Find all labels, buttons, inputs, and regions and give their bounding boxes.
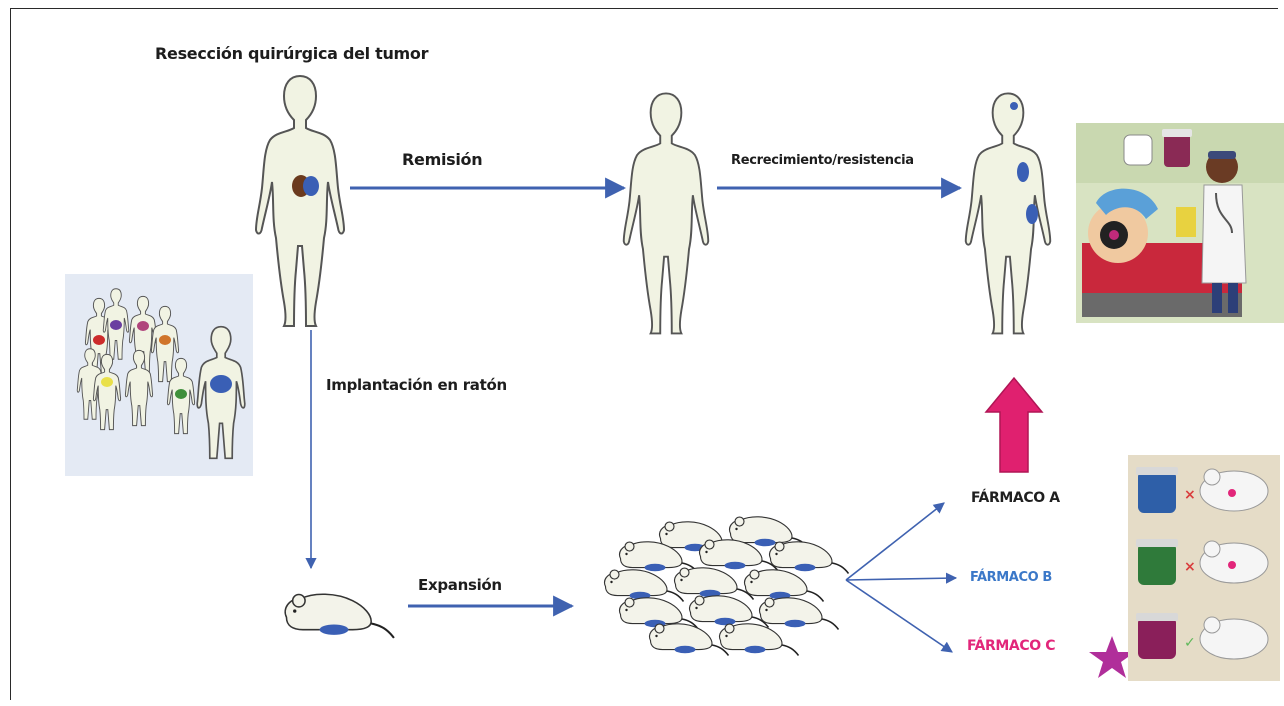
cross-icon: × [1184, 487, 1196, 503]
population-panel [65, 274, 253, 476]
drug-c-label: FÁRMACO C [967, 638, 1055, 654]
metastasis-head [1010, 102, 1018, 110]
tumor-blue [303, 176, 319, 196]
patient-body-remission [624, 93, 708, 333]
clinic-illustration [1076, 123, 1284, 323]
pink-up-arrow [986, 378, 1042, 472]
drug-results-panel: × × ✓ [1128, 455, 1280, 681]
label-remission: Remisión [402, 150, 482, 169]
cross-icon: × [1184, 559, 1196, 575]
metastasis-chest [1017, 162, 1029, 182]
jar-a [1136, 467, 1178, 513]
title-surgical-resection: Resección quirúrgica del tumor [155, 44, 428, 63]
patient-body-surgery [256, 76, 344, 326]
jar-c [1136, 613, 1178, 659]
arrow-drug-b [846, 578, 956, 580]
arrow-drug-a [846, 503, 944, 580]
label-regrowth: Recrecimiento/resistencia [731, 153, 914, 168]
mouse-single [285, 594, 394, 638]
label-implant: Implantación en ratón [326, 376, 507, 394]
jar-b [1136, 539, 1178, 585]
label-expansion: Expansión [418, 576, 502, 594]
metastasis-abdomen [1026, 204, 1038, 224]
check-icon: ✓ [1184, 635, 1196, 651]
drug-a-label: FÁRMACO A [971, 490, 1060, 506]
drug-b-label: FÁRMACO B [970, 570, 1052, 585]
arrow-drug-c [846, 580, 952, 652]
mouse-herd [605, 517, 849, 656]
